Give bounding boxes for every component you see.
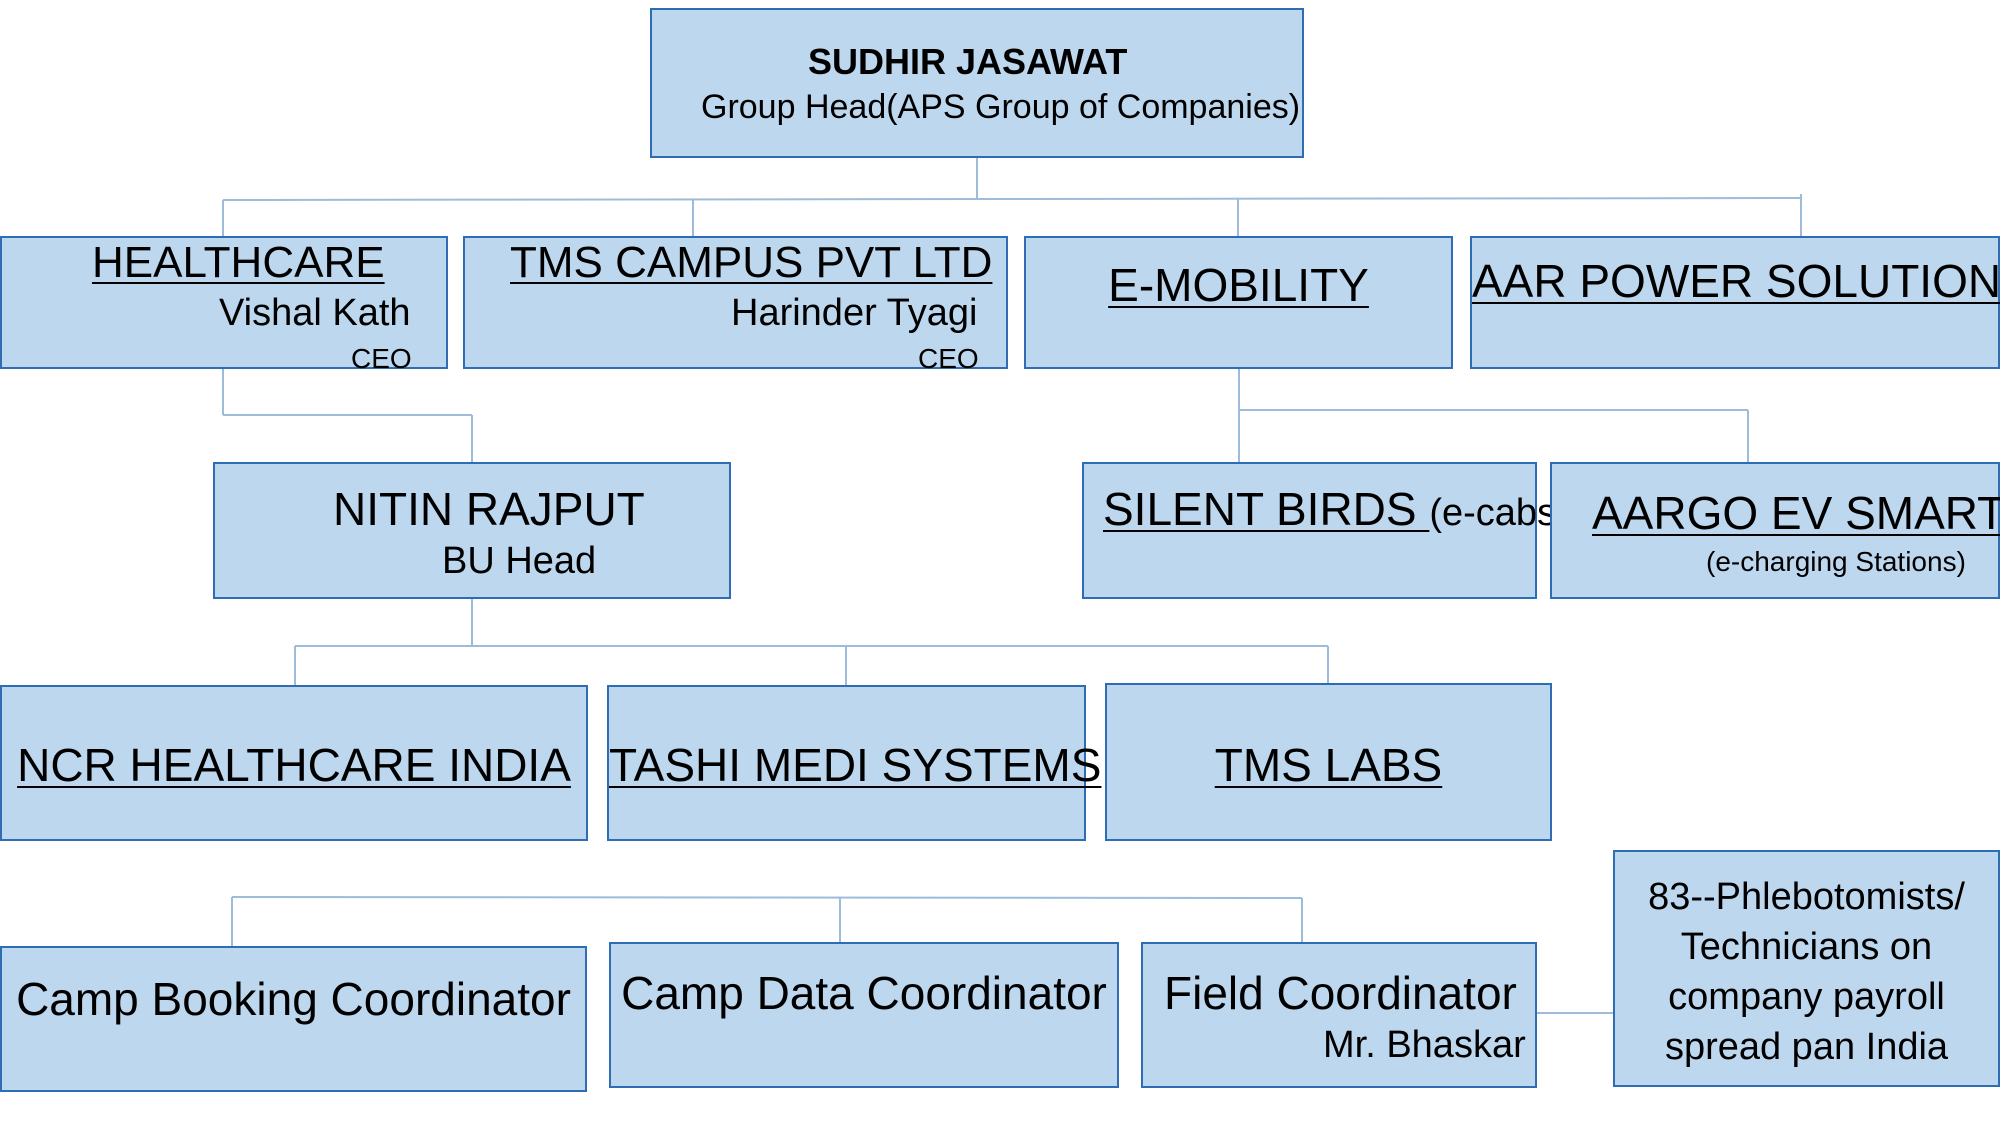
- tashi-medi-box: TASHI MEDI SYSTEMS: [607, 685, 1102, 841]
- tms-campus-ceo-role: CEO: [918, 343, 979, 374]
- connector: [231, 896, 1303, 899]
- tms-labs-title: TMS LABS: [1214, 739, 1443, 791]
- healthcare-title: HEALTHCARE: [92, 238, 385, 287]
- silent-birds-name: SILENT BIRDS: [1103, 483, 1430, 535]
- silent-birds-title: SILENT BIRDS (e-cabs): [1103, 482, 1569, 536]
- field-coordinator-box: Field Coordinator Mr. Bhaskar: [1141, 942, 1537, 1088]
- connector: [222, 197, 1802, 201]
- tms-campus-ceo-name: Harinder Tyagi: [731, 292, 978, 334]
- nitin-rajput-name: NITIN RAJPUT: [333, 483, 645, 535]
- phlebotomists-line: spread pan India: [1664, 1026, 1949, 1068]
- healthcare-ceo-role: CEO: [351, 343, 412, 374]
- silent-birds-box: SILENT BIRDS (e-cabs): [1082, 462, 1569, 599]
- healthcare-box: HEALTHCARE Vishal Kath CEO: [0, 236, 448, 374]
- e-mobility-box: E-MOBILITY: [1024, 236, 1453, 369]
- aar-power-box: AAR POWER SOLUTIONS: [1470, 236, 2000, 369]
- nitin-rajput-box: NITIN RAJPUT BU Head: [213, 462, 731, 599]
- field-coordinator-person: Mr. Bhaskar: [1323, 1024, 1526, 1066]
- aargo-ev-note: (e-charging Stations): [1706, 546, 1966, 577]
- e-mobility-title: E-MOBILITY: [1108, 259, 1369, 311]
- ncr-healthcare-title: NCR HEALTHCARE INDIA: [17, 739, 571, 791]
- group-head-role: Group Head(APS Group of Companies): [701, 88, 1301, 126]
- tms-labs-box: TMS LABS: [1105, 683, 1552, 841]
- silent-birds-note: (e-cabs): [1429, 492, 1569, 534]
- camp-booking-box: Camp Booking Coordinator: [0, 946, 587, 1092]
- aargo-ev-title: AARGO EV SMART: [1592, 487, 2000, 539]
- tashi-medi-title: TASHI MEDI SYSTEMS: [609, 739, 1102, 791]
- camp-data-title: Camp Data Coordinator: [621, 967, 1107, 1019]
- phlebotomists-line: 83--Phlebotomists/: [1648, 876, 1965, 918]
- nitin-rajput-role: BU Head: [442, 540, 597, 582]
- tms-campus-box: TMS CAMPUS PVT LTD Harinder Tyagi CEO: [463, 236, 1008, 374]
- phlebotomists-line: Technicians on: [1680, 926, 1933, 968]
- camp-data-box: Camp Data Coordinator: [609, 942, 1119, 1088]
- phlebotomists-text: 83--Phlebotomists/ Technicians on compan…: [1615, 872, 1998, 1072]
- phlebotomists-line: company payroll: [1668, 976, 1945, 1018]
- aar-power-title: AAR POWER SOLUTIONS: [1472, 255, 2000, 307]
- group-head-name: SUDHIR JASAWAT: [808, 41, 1128, 82]
- ncr-healthcare-box: NCR HEALTHCARE INDIA: [0, 685, 588, 841]
- healthcare-ceo-name: Vishal Kath: [219, 292, 411, 334]
- field-coordinator-title: Field Coordinator: [1164, 967, 1517, 1019]
- tms-campus-title: TMS CAMPUS PVT LTD: [510, 238, 993, 287]
- camp-booking-title: Camp Booking Coordinator: [16, 973, 571, 1025]
- aargo-ev-box: AARGO EV SMART (e-charging Stations): [1550, 462, 2000, 599]
- group-head-box: SUDHIR JASAWAT Group Head(APS Group of C…: [650, 8, 1304, 158]
- phlebotomists-box: 83--Phlebotomists/ Technicians on compan…: [1613, 850, 2000, 1087]
